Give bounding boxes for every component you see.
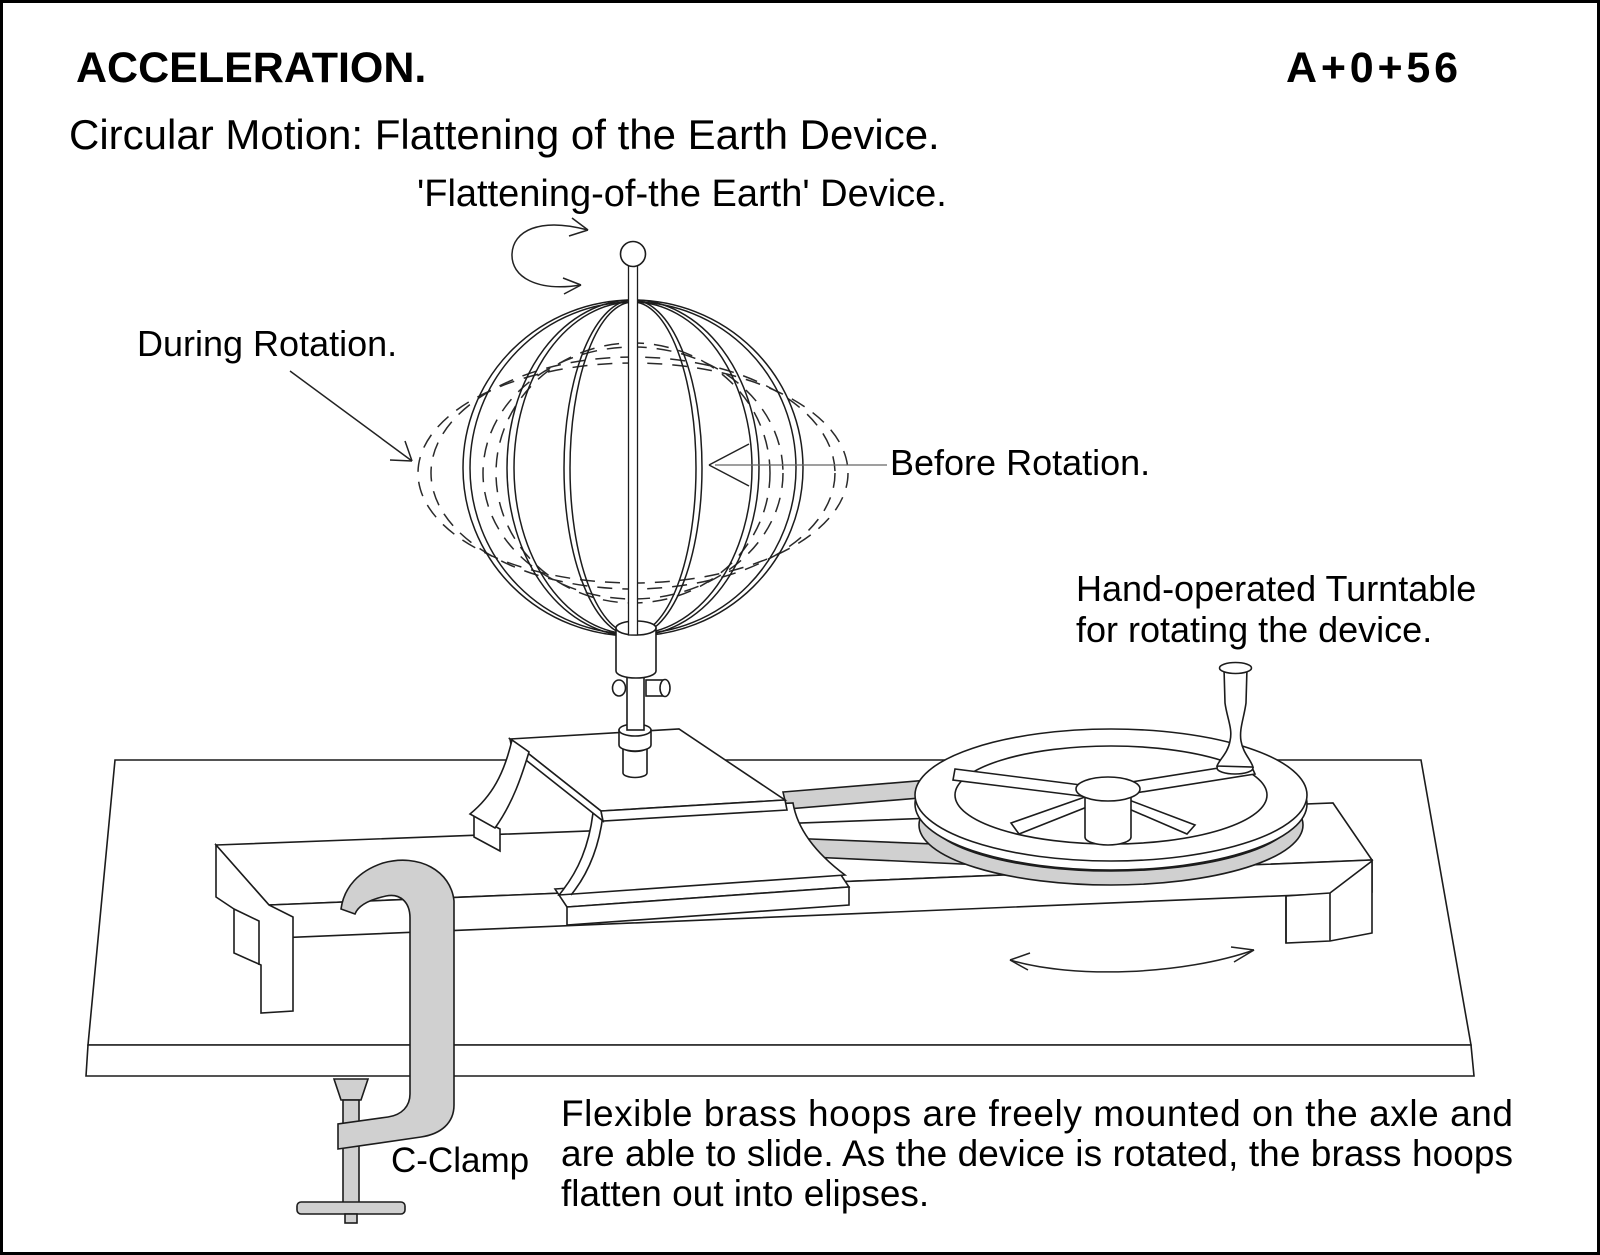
crank-handle [1215, 661, 1255, 775]
clamp-screw-pad [332, 1078, 370, 1101]
left-knob [611, 679, 627, 697]
page-subtitle: Circular Motion: Flattening of the Earth… [69, 111, 940, 158]
c-clamp-label: C-Clamp [391, 1141, 529, 1180]
axle-ball [619, 240, 647, 268]
caption-line2: are able to slide. As the device is rota… [561, 1133, 1513, 1174]
device-diagram: ACCELERATION. A+0+56 Circular Motion: Fl… [69, 44, 1513, 1224]
page-title: ACCELERATION. [76, 44, 426, 92]
before-rotation-label: Before Rotation. [890, 442, 1150, 483]
caption-line1: Flexible brass hoops are freely mounted … [561, 1093, 1513, 1134]
before-rotation-arrow [708, 443, 887, 487]
clamp-frame [337, 859, 455, 1150]
clamp-screw [342, 1099, 360, 1205]
axle [619, 240, 647, 636]
turntable-label-line1: Hand-operated Turntable [1076, 568, 1476, 609]
hoop-collar [615, 627, 657, 679]
turntable-rotation-arrow [1009, 946, 1255, 973]
caption-line3: flatten out into elipses. [561, 1173, 929, 1214]
during-rotation-arrow [289, 370, 413, 462]
turntable-wheel [914, 728, 1308, 871]
clamp-t-handle [296, 1201, 406, 1215]
device-shaft [611, 670, 671, 779]
during-rotation-label: During Rotation. [137, 323, 397, 364]
turntable-label-line2: for rotating the device. [1076, 609, 1432, 650]
c-clamp [296, 859, 455, 1224]
spin-direction-arrow [511, 217, 589, 295]
catalog-code: A+0+56 [1286, 44, 1458, 92]
device-title-label: 'Flattening-of-the Earth' Device. [417, 173, 947, 215]
